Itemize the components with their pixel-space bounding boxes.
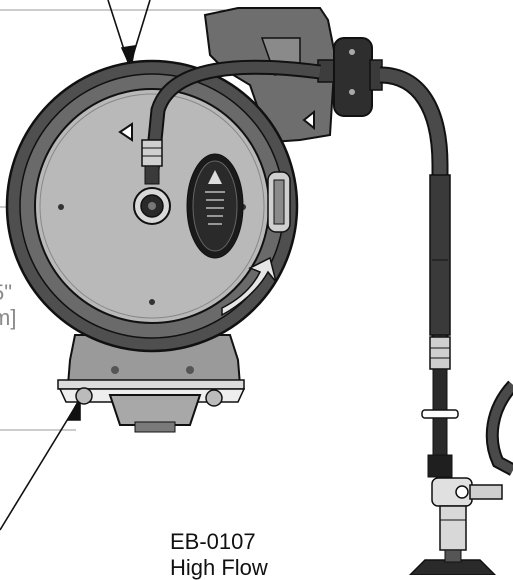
outlet-hose bbox=[379, 66, 451, 340]
warning-triangle-icon bbox=[208, 170, 222, 184]
bolt-left bbox=[75, 387, 93, 405]
arrow-leader-bottom bbox=[0, 403, 78, 531]
arrow-head-bottom bbox=[66, 397, 81, 421]
pre-rinse-spray-valve bbox=[408, 380, 513, 575]
bolt-right bbox=[205, 389, 223, 407]
inlet-hose bbox=[141, 59, 321, 185]
dimension-imperial-label: 5" bbox=[0, 280, 13, 305]
dimension-metric-label: m] bbox=[0, 305, 17, 330]
hose-fittings bbox=[421, 336, 459, 478]
reel-hub bbox=[133, 187, 171, 225]
base-mount bbox=[57, 334, 246, 433]
model-description-label: High Flow bbox=[170, 555, 268, 580]
bracket-arrow-icon bbox=[302, 109, 315, 131]
rotation-arrow-icon bbox=[221, 256, 277, 317]
ratchet-latch bbox=[221, 171, 291, 317]
drum-arrow-icon bbox=[118, 122, 133, 142]
model-code-label: EB-0107 bbox=[170, 529, 256, 554]
warning-label bbox=[186, 153, 244, 259]
